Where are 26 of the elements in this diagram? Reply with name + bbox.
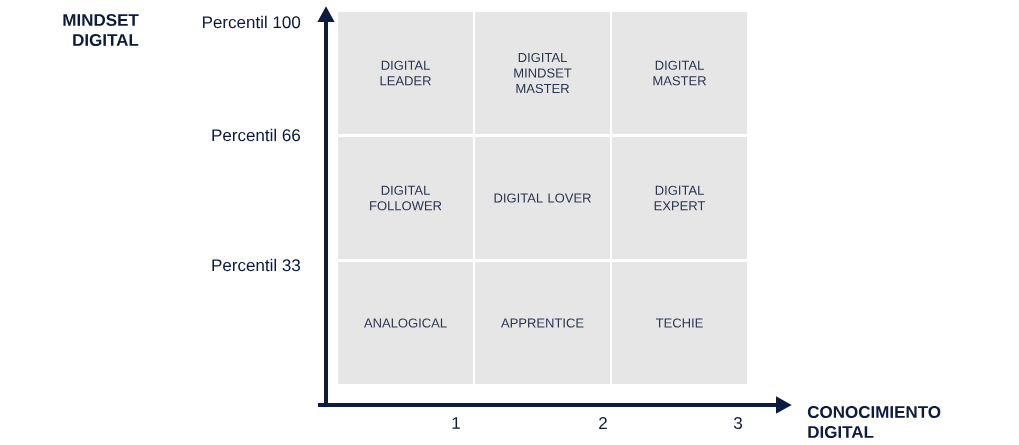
grid-cell: APPRENTICE <box>475 262 610 384</box>
node-label: DIGITAL EXPERT <box>654 185 706 211</box>
grid-cell: TECHIE <box>612 262 747 384</box>
grid-cell: DIGITAL MASTER <box>612 12 747 134</box>
grid-cell: ANALOGICAL <box>338 262 473 384</box>
grid-cell: DIGITAL LEADER <box>338 12 473 134</box>
grid-cell: DIGITAL EXPERT <box>612 137 747 259</box>
node-label: DIGITAL MASTER <box>653 60 706 86</box>
node-label: ANALOGICAL <box>364 318 447 328</box>
tick-label: 2 <box>599 417 607 429</box>
axis-label: Percentil 100 <box>202 15 301 29</box>
node-label: APPRENTICE <box>501 318 584 328</box>
tick-label: 1 <box>452 417 460 429</box>
node-label: TECHIE <box>655 318 703 328</box>
grid-cell: DIGITAL MINDSET MASTER <box>475 12 610 134</box>
grid-cell: DIGITAL FOLLOWER <box>338 137 473 259</box>
node-label: DIGITAL MINDSET MASTER <box>514 52 572 94</box>
grid-cell: DIGITAL LOVER <box>475 137 610 259</box>
node-label: DIGITAL FOLLOWER <box>370 185 442 211</box>
node-label: DIGITAL LEADER <box>380 60 431 86</box>
axis-title: MINDSET DIGITAL <box>63 14 139 47</box>
axis-title: CONOCIMIENTO DIGITAL <box>807 406 941 439</box>
node-label: DIGITAL LOVER <box>494 193 591 203</box>
tick-label: 3 <box>733 417 742 430</box>
axis-label: Percentil 66 <box>212 128 301 142</box>
axis-label: Percentil 33 <box>212 258 301 272</box>
